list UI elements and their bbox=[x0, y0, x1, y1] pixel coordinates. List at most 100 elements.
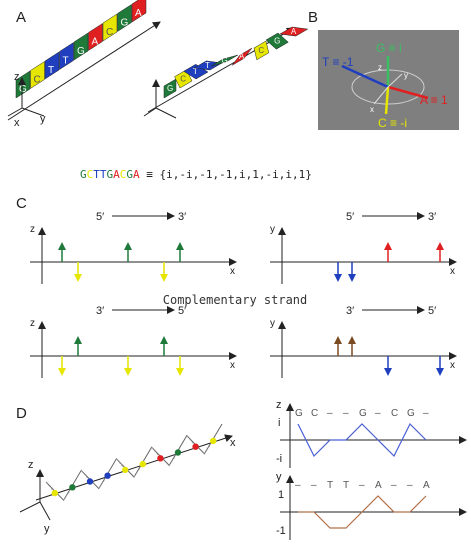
stem-head bbox=[124, 242, 132, 250]
plot-ylabel: y bbox=[276, 471, 282, 483]
plot-pos-tick: i bbox=[278, 417, 280, 429]
strand-letter: A bbox=[135, 8, 142, 19]
plot-letter: T bbox=[327, 480, 333, 491]
z-label-b: z bbox=[378, 63, 382, 72]
stem-plot-3: zx3′5′ bbox=[30, 305, 237, 378]
axis-x-label: x bbox=[230, 266, 235, 277]
axis-x-label: x bbox=[450, 360, 455, 371]
strand-block bbox=[59, 42, 74, 70]
strand-letter: G bbox=[19, 84, 27, 95]
panel-label-a: A bbox=[16, 9, 26, 26]
helix-path bbox=[45, 423, 223, 502]
c-label: C ≡ -i bbox=[378, 116, 407, 130]
axis-x-label: x bbox=[230, 360, 235, 371]
strand-blocks: GCTTGACGA bbox=[15, 0, 147, 99]
direction-end: 5′ bbox=[428, 305, 436, 317]
twisted-block bbox=[210, 54, 239, 67]
a-label: A ≡ 1 bbox=[420, 93, 448, 107]
plot-neg-tick: -i bbox=[276, 453, 282, 465]
direction-end: 3′ bbox=[178, 211, 186, 223]
helix-bead bbox=[69, 484, 76, 491]
plot-line bbox=[297, 422, 427, 458]
twisted-letter: G bbox=[274, 37, 280, 46]
strand-letter: C bbox=[34, 75, 41, 86]
stem-head bbox=[160, 336, 168, 344]
stem-plot-4: y x 3′ 5′ bbox=[270, 305, 457, 378]
helix-axis bbox=[35, 434, 233, 501]
direction-start: 3′ bbox=[346, 305, 354, 317]
plot-letter: – bbox=[295, 480, 301, 491]
strand-block bbox=[131, 0, 147, 23]
plot-letter: – bbox=[311, 480, 317, 491]
twisted-block bbox=[253, 40, 270, 61]
stem-head bbox=[160, 274, 168, 282]
axis-label: z bbox=[30, 318, 35, 329]
helix-bead bbox=[157, 455, 164, 462]
stem-head bbox=[436, 242, 444, 250]
d-axis-x: x bbox=[230, 437, 236, 449]
helix-bead bbox=[210, 437, 217, 445]
complementary-label: Complementary strand bbox=[163, 293, 308, 307]
plot-letter: A bbox=[423, 480, 430, 491]
plot-letter: – bbox=[391, 480, 397, 491]
axis-label: y bbox=[270, 318, 275, 329]
stem-head bbox=[74, 274, 82, 282]
strand-block bbox=[44, 51, 60, 80]
plot-letter: – bbox=[359, 480, 365, 491]
axis-z-label: z bbox=[14, 71, 20, 83]
direction-start: 5′ bbox=[96, 211, 104, 223]
direction-start: 5′ bbox=[346, 211, 354, 223]
g-label: G ≡ i bbox=[376, 41, 402, 55]
helix-bead bbox=[86, 478, 94, 485]
twisted-block bbox=[183, 63, 209, 80]
plot-letter: T bbox=[343, 480, 349, 491]
plot-neg-tick: -1 bbox=[276, 525, 286, 537]
stem-head bbox=[58, 368, 66, 376]
twisted-block bbox=[231, 47, 253, 66]
twisted-letter: G bbox=[167, 84, 173, 93]
twisted-letter: T bbox=[193, 67, 198, 76]
stem-head bbox=[384, 368, 392, 376]
panel-c: zx5′3′yx5′3′zx3′5′yx3′5′ bbox=[30, 211, 457, 378]
twisted-letter: G bbox=[221, 56, 227, 65]
stem-head bbox=[334, 274, 342, 282]
strand-letter: C bbox=[106, 27, 113, 38]
axes-d: z y x bbox=[19, 437, 236, 535]
axis-label: y bbox=[270, 224, 275, 235]
stem-head bbox=[124, 368, 132, 376]
plot-letter: – bbox=[407, 480, 413, 491]
x-axis-b bbox=[373, 86, 389, 105]
strand-letter: G bbox=[121, 18, 129, 29]
a-vector bbox=[387, 85, 429, 100]
stem-head bbox=[348, 274, 356, 282]
t-label: T ≡ -1 bbox=[322, 55, 354, 69]
stem-plot-1: z x 5′ 3′ bbox=[30, 211, 237, 284]
helix-bead bbox=[104, 472, 111, 479]
direction-start: 3′ bbox=[96, 305, 104, 317]
plot-letter: G bbox=[407, 408, 415, 419]
strand-axis bbox=[7, 21, 161, 121]
plot-letter: – bbox=[375, 408, 381, 419]
strand-block bbox=[30, 61, 45, 89]
stem-head bbox=[348, 336, 356, 344]
plot-letter: C bbox=[391, 408, 398, 419]
axis-label: z bbox=[30, 224, 35, 235]
helix-bead bbox=[122, 466, 129, 474]
strand-letter: G bbox=[77, 46, 85, 57]
panel-b: G ≡ i T ≡ -1 A ≡ 1 C ≡ -i z x y bbox=[318, 30, 459, 130]
plot-line bbox=[298, 495, 427, 529]
plot-pos-tick: 1 bbox=[278, 489, 284, 501]
twisted-letter: C bbox=[180, 74, 186, 83]
axis-x-label: x bbox=[450, 266, 455, 277]
panel-label-c: C bbox=[16, 195, 27, 212]
y-label-b: y bbox=[404, 71, 408, 80]
strand-block bbox=[117, 4, 132, 32]
strand-letter: T bbox=[63, 56, 69, 67]
panel-label-d: D bbox=[16, 405, 27, 422]
plot-letter: C bbox=[311, 408, 318, 419]
stem-head bbox=[74, 336, 82, 344]
